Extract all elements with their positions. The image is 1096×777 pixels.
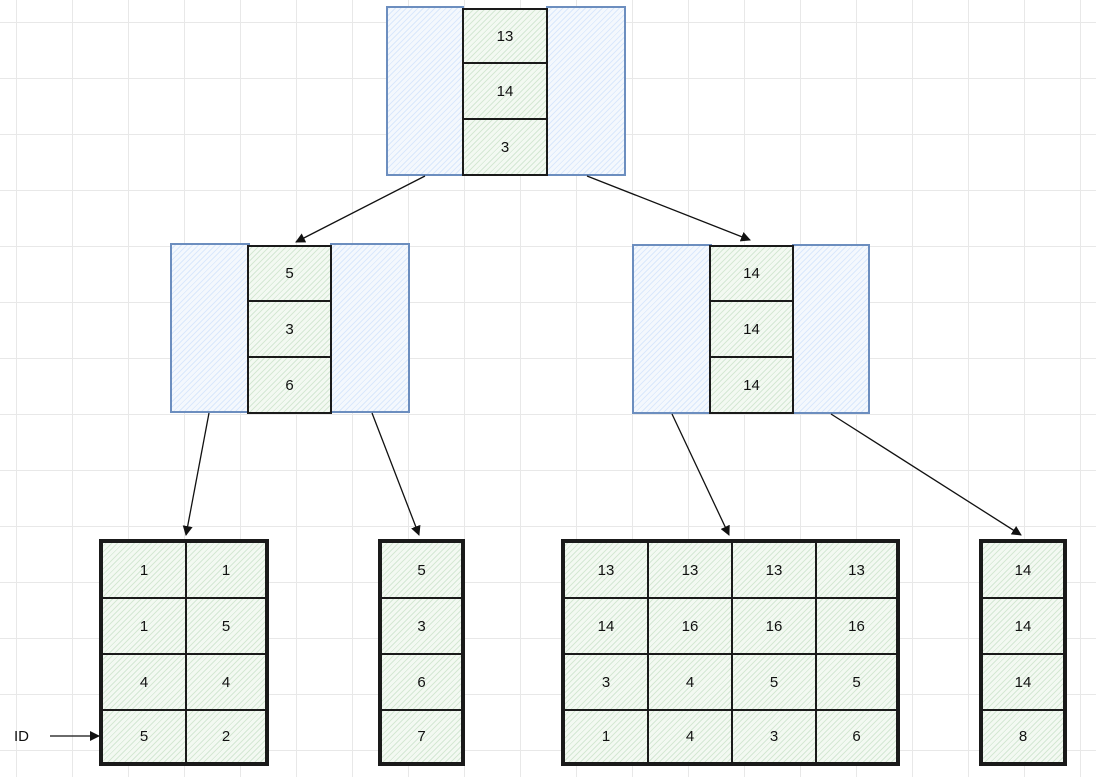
leaf-2-cell: 7 — [381, 710, 462, 763]
leaf-3-cell: 3 — [564, 654, 648, 710]
leaf-3-cell: 13 — [816, 542, 897, 598]
internal-right-key-1: 14 — [709, 245, 794, 302]
leaf-3-cell: 16 — [648, 598, 732, 654]
leaf-3-cell: 5 — [816, 654, 897, 710]
internal-right-left-pointer — [632, 244, 712, 414]
leaf-2-cell: 6 — [381, 654, 462, 710]
leaf-4-cell: 14 — [982, 542, 1064, 598]
internal-left-key-1: 5 — [247, 245, 332, 302]
root-key-3: 3 — [462, 118, 548, 176]
leaf-3-cell: 16 — [732, 598, 816, 654]
internal-right-right-pointer — [792, 244, 870, 414]
root-key-1: 13 — [462, 8, 548, 64]
leaf-3-cell: 13 — [732, 542, 816, 598]
leaf-1-cell: 5 — [186, 598, 266, 654]
edge-root-to-internal-right — [586, 175, 751, 242]
edge-internal-left-to-leaf-1 — [182, 412, 210, 536]
edge-internal-right-to-leaf-4 — [830, 413, 1022, 536]
leaf-3-cell: 4 — [648, 654, 732, 710]
leaf-4-cell: 14 — [982, 598, 1064, 654]
edge-internal-right-to-leaf-3 — [671, 413, 730, 536]
leaf-1-cell: 1 — [102, 542, 186, 598]
leaf-node-4: 14 14 14 8 — [979, 539, 1067, 766]
leaf-4-cell: 14 — [982, 654, 1064, 710]
root-node-left-pointer — [386, 6, 464, 176]
edge-root-to-internal-left — [295, 175, 426, 243]
leaf-1-cell: 5 — [102, 710, 186, 763]
internal-left-key-3: 6 — [247, 356, 332, 414]
leaf-2-cell: 3 — [381, 598, 462, 654]
root-key-2: 14 — [462, 62, 548, 120]
leaf-3-cell: 3 — [732, 710, 816, 763]
internal-left-left-pointer — [170, 243, 250, 413]
leaf-3-cell: 16 — [816, 598, 897, 654]
leaf-3-cell: 4 — [648, 710, 732, 763]
leaf-3-cell: 14 — [564, 598, 648, 654]
leaf-node-1: 1 1 1 5 4 4 5 2 — [99, 539, 269, 766]
leaf-3-cell: 6 — [816, 710, 897, 763]
leaf-1-cell: 2 — [186, 710, 266, 763]
internal-left-right-pointer — [330, 243, 410, 413]
edge-internal-left-to-leaf-2 — [371, 412, 421, 536]
root-node-right-pointer — [546, 6, 626, 176]
leaf-1-cell: 1 — [102, 598, 186, 654]
internal-right-key-3: 14 — [709, 356, 794, 414]
leaf-1-cell: 1 — [186, 542, 266, 598]
internal-left-key-2: 3 — [247, 300, 332, 358]
leaf-3-cell: 5 — [732, 654, 816, 710]
leaf-3-cell: 13 — [564, 542, 648, 598]
id-label: ID — [14, 728, 29, 745]
leaf-node-2: 5 3 6 7 — [378, 539, 465, 766]
internal-right-key-2: 14 — [709, 300, 794, 358]
leaf-3-cell: 1 — [564, 710, 648, 763]
leaf-4-cell: 8 — [982, 710, 1064, 763]
leaf-node-3: 13 13 13 13 14 16 16 16 3 4 5 5 1 4 3 6 — [561, 539, 900, 766]
leaf-1-cell: 4 — [102, 654, 186, 710]
leaf-1-cell: 4 — [186, 654, 266, 710]
leaf-2-cell: 5 — [381, 542, 462, 598]
leaf-3-cell: 13 — [648, 542, 732, 598]
